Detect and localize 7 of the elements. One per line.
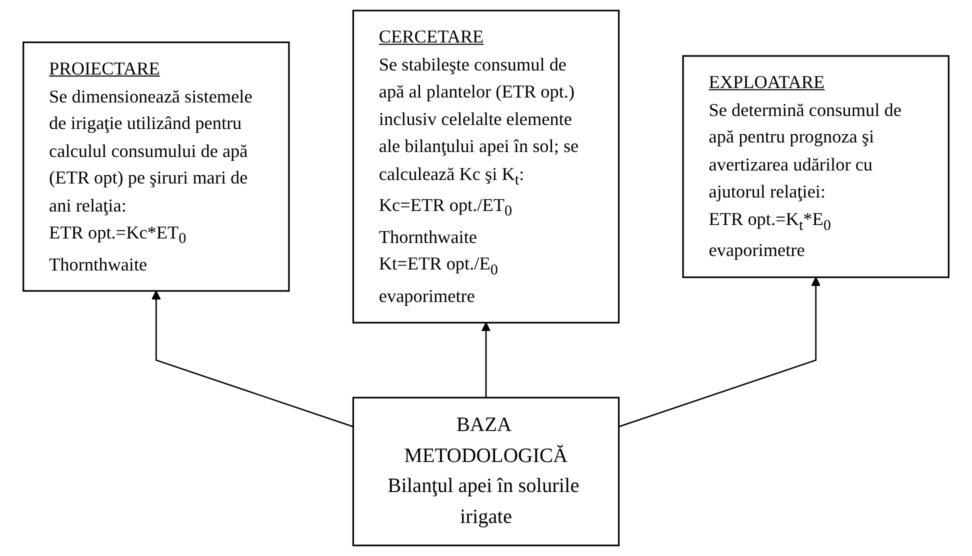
- arrow: [618, 276, 821, 428]
- node-box: [682, 55, 950, 278]
- arrow: [151, 290, 354, 428]
- arrow: [481, 322, 491, 398]
- node-box: [352, 10, 620, 324]
- node-box: [22, 42, 290, 292]
- node-box: [352, 396, 620, 546]
